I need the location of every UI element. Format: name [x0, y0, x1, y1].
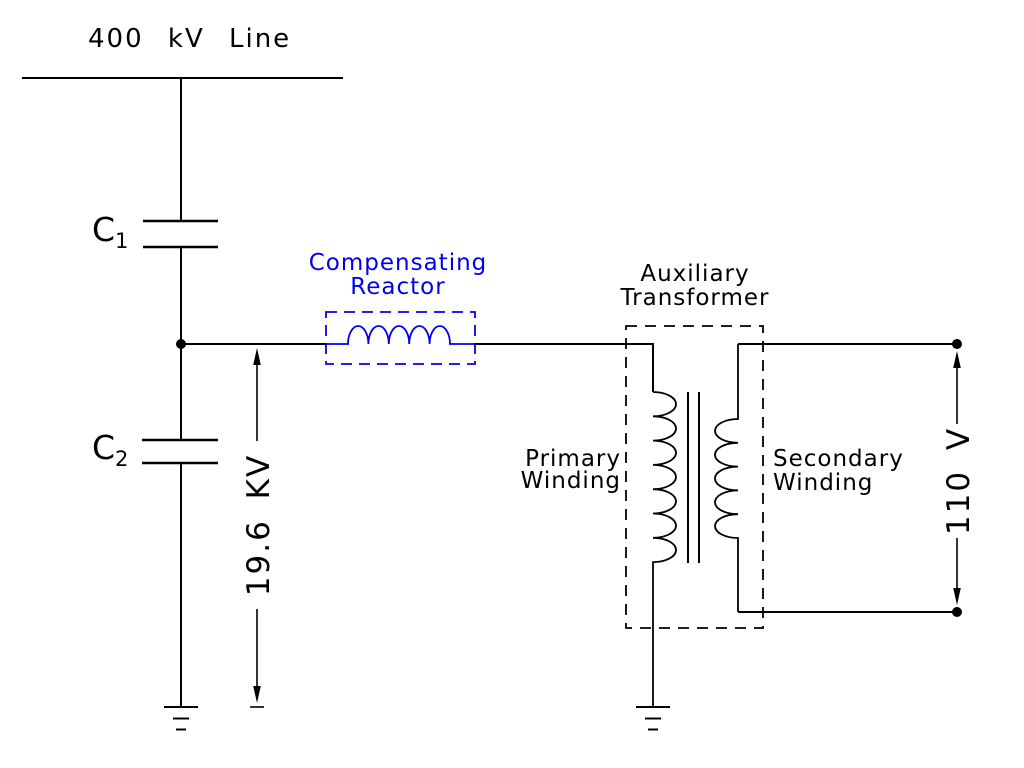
auxiliary-transformer-label: Auxiliary Transformer: [620, 261, 770, 311]
capacitor-c2: [142, 344, 218, 707]
reactor-coil: [326, 325, 475, 345]
dimension-arrow-tap-voltage: [250, 348, 264, 708]
dimension-arrow-output-voltage: [953, 351, 961, 605]
reactor-to-transformer-wire: [475, 343, 654, 392]
ground-symbol-transformer: [636, 706, 670, 731]
tap-voltage-label: 19.6 KV: [241, 453, 277, 597]
bus-line: [22, 77, 343, 221]
compensating-reactor: [325, 311, 476, 365]
ground-symbol-left: [164, 706, 198, 731]
capacitor-c1: [143, 219, 218, 344]
secondary-winding-coil: [714, 344, 739, 612]
transformer-core: [687, 392, 700, 563]
reactor-dashed-box: [325, 311, 476, 365]
transformer-dashed-box: [625, 325, 764, 629]
output-terminal-bottom-dot: [952, 607, 962, 617]
output-terminal-top-dot: [952, 339, 962, 349]
primary-winding-label: Primary Winding: [520, 446, 621, 494]
compensating-reactor-label: Compensating Reactor: [308, 250, 488, 300]
c2-label: C2: [92, 428, 129, 471]
c1-label: C1: [92, 210, 129, 253]
output-voltage-label: 110 V: [941, 426, 977, 536]
primary-winding-coil: [652, 391, 677, 707]
secondary-winding-label: Secondary Winding: [773, 446, 904, 496]
output-wires: [738, 343, 957, 613]
bus-voltage-title: 400 kV Line: [88, 24, 292, 54]
